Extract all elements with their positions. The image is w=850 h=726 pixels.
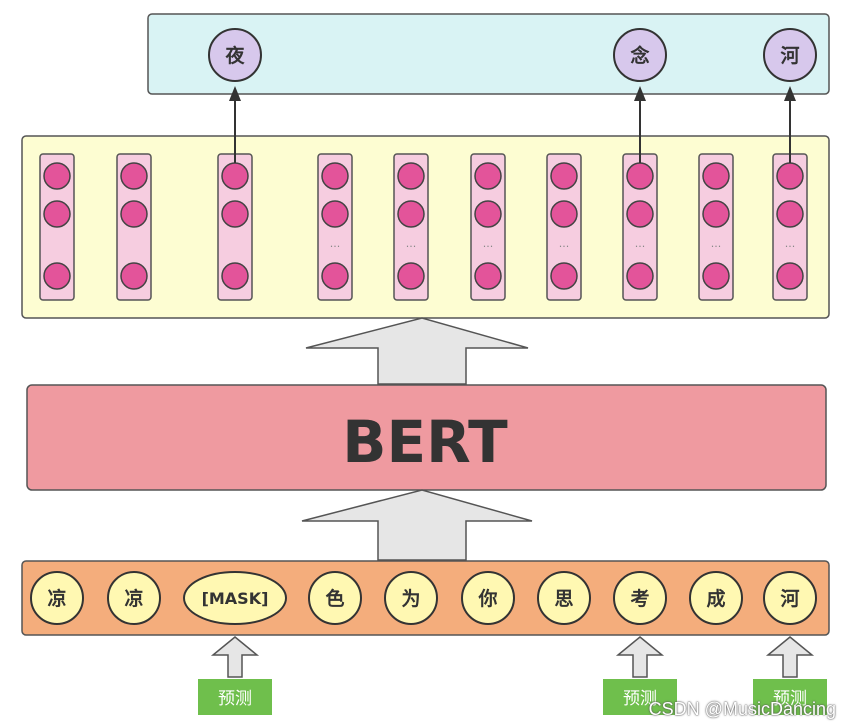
hidden-column: ··· xyxy=(393,153,429,301)
input-token-text: 凉 xyxy=(124,587,143,610)
input-token: [MASK] xyxy=(183,571,287,625)
hidden-unit xyxy=(397,162,425,190)
hidden-unit xyxy=(550,162,578,190)
input-token-text: 色 xyxy=(325,587,344,610)
hidden-unit xyxy=(550,262,578,290)
hidden-column: ··· xyxy=(317,153,353,301)
hidden-unit xyxy=(221,200,249,228)
watermark: CSDN @MusicDancing xyxy=(648,699,836,719)
hidden-column xyxy=(39,153,75,301)
input-token: 凉 xyxy=(30,571,84,625)
input-token: 河 xyxy=(763,571,817,625)
input-token-text: 成 xyxy=(706,587,725,610)
output-token-text: 念 xyxy=(629,44,649,67)
predict-label: 预测 xyxy=(603,679,677,715)
input-token-text: 思 xyxy=(554,588,573,610)
hidden-unit xyxy=(397,200,425,228)
predict-label-text: 预测 xyxy=(773,689,807,709)
hidden-unit xyxy=(776,262,804,290)
output-arrow xyxy=(634,86,646,163)
predict-arrow xyxy=(615,636,665,678)
input-token: 色 xyxy=(308,571,362,625)
hidden-unit xyxy=(626,262,654,290)
hidden-ellipsis: ··· xyxy=(711,240,722,253)
mask-token-text: [MASK] xyxy=(202,589,269,608)
hidden-unit xyxy=(702,200,730,228)
hidden-ellipsis: ··· xyxy=(635,240,646,253)
hidden-unit xyxy=(43,162,71,190)
bert-box xyxy=(26,384,827,491)
hidden-unit xyxy=(776,200,804,228)
hidden-unit xyxy=(221,262,249,290)
hidden-unit xyxy=(321,162,349,190)
hidden-unit xyxy=(221,162,249,190)
hidden-ellipsis: ··· xyxy=(406,240,417,253)
hidden-unit xyxy=(321,262,349,290)
predict-label: 预测 xyxy=(198,679,272,715)
input-token: 思 xyxy=(537,571,591,625)
input-token-text: 考 xyxy=(630,588,649,610)
hidden-unit xyxy=(702,262,730,290)
input-token-text: 为 xyxy=(401,587,420,610)
output-token: 念 xyxy=(613,28,667,82)
hidden-unit xyxy=(474,162,502,190)
hidden-unit xyxy=(321,200,349,228)
hidden-unit xyxy=(626,162,654,190)
hidden-ellipsis: ··· xyxy=(785,240,796,253)
hidden-ellipsis: ··· xyxy=(559,240,570,253)
hidden-unit xyxy=(43,200,71,228)
hidden-column: ··· xyxy=(772,153,808,301)
hidden-unit xyxy=(702,162,730,190)
input-token: 为 xyxy=(384,571,438,625)
hidden-column xyxy=(116,153,152,301)
output-arrow xyxy=(784,86,796,163)
input-token: 你 xyxy=(461,571,515,625)
output-token: 河 xyxy=(763,28,817,82)
hidden-unit xyxy=(776,162,804,190)
output-token-text: 夜 xyxy=(224,44,245,67)
output-token: 夜 xyxy=(208,28,262,82)
input-token-text: 你 xyxy=(477,587,497,610)
hidden-unit xyxy=(397,262,425,290)
predict-label-text: 预测 xyxy=(623,689,657,709)
hidden-unit xyxy=(120,262,148,290)
predict-arrow xyxy=(765,636,815,678)
input-token: 考 xyxy=(613,571,667,625)
hidden-unit xyxy=(626,200,654,228)
hidden-column xyxy=(217,153,253,301)
hidden-column: ··· xyxy=(470,153,506,301)
hidden-unit xyxy=(43,262,71,290)
hidden-column: ··· xyxy=(698,153,734,301)
hidden-unit xyxy=(120,162,148,190)
predict-label-text: 预测 xyxy=(218,689,252,709)
predict-arrow xyxy=(210,636,260,678)
bert-label: BERT xyxy=(342,408,508,476)
output-token-text: 河 xyxy=(780,45,799,67)
output-arrow xyxy=(229,86,241,163)
input-token: 成 xyxy=(689,571,743,625)
hidden-unit xyxy=(550,200,578,228)
input-token: 凉 xyxy=(107,571,161,625)
hidden-unit xyxy=(120,200,148,228)
block-arrow-lower xyxy=(301,489,533,561)
input-token-text: 河 xyxy=(780,588,799,610)
predict-label: 预测 xyxy=(753,679,827,715)
hidden-ellipsis: ··· xyxy=(330,240,341,253)
hidden-unit xyxy=(474,262,502,290)
hidden-unit xyxy=(474,200,502,228)
input-token-text: 凉 xyxy=(47,587,66,610)
hidden-ellipsis: ··· xyxy=(483,240,494,253)
hidden-column: ··· xyxy=(622,153,658,301)
hidden-column: ··· xyxy=(546,153,582,301)
block-arrow-upper xyxy=(305,317,529,385)
